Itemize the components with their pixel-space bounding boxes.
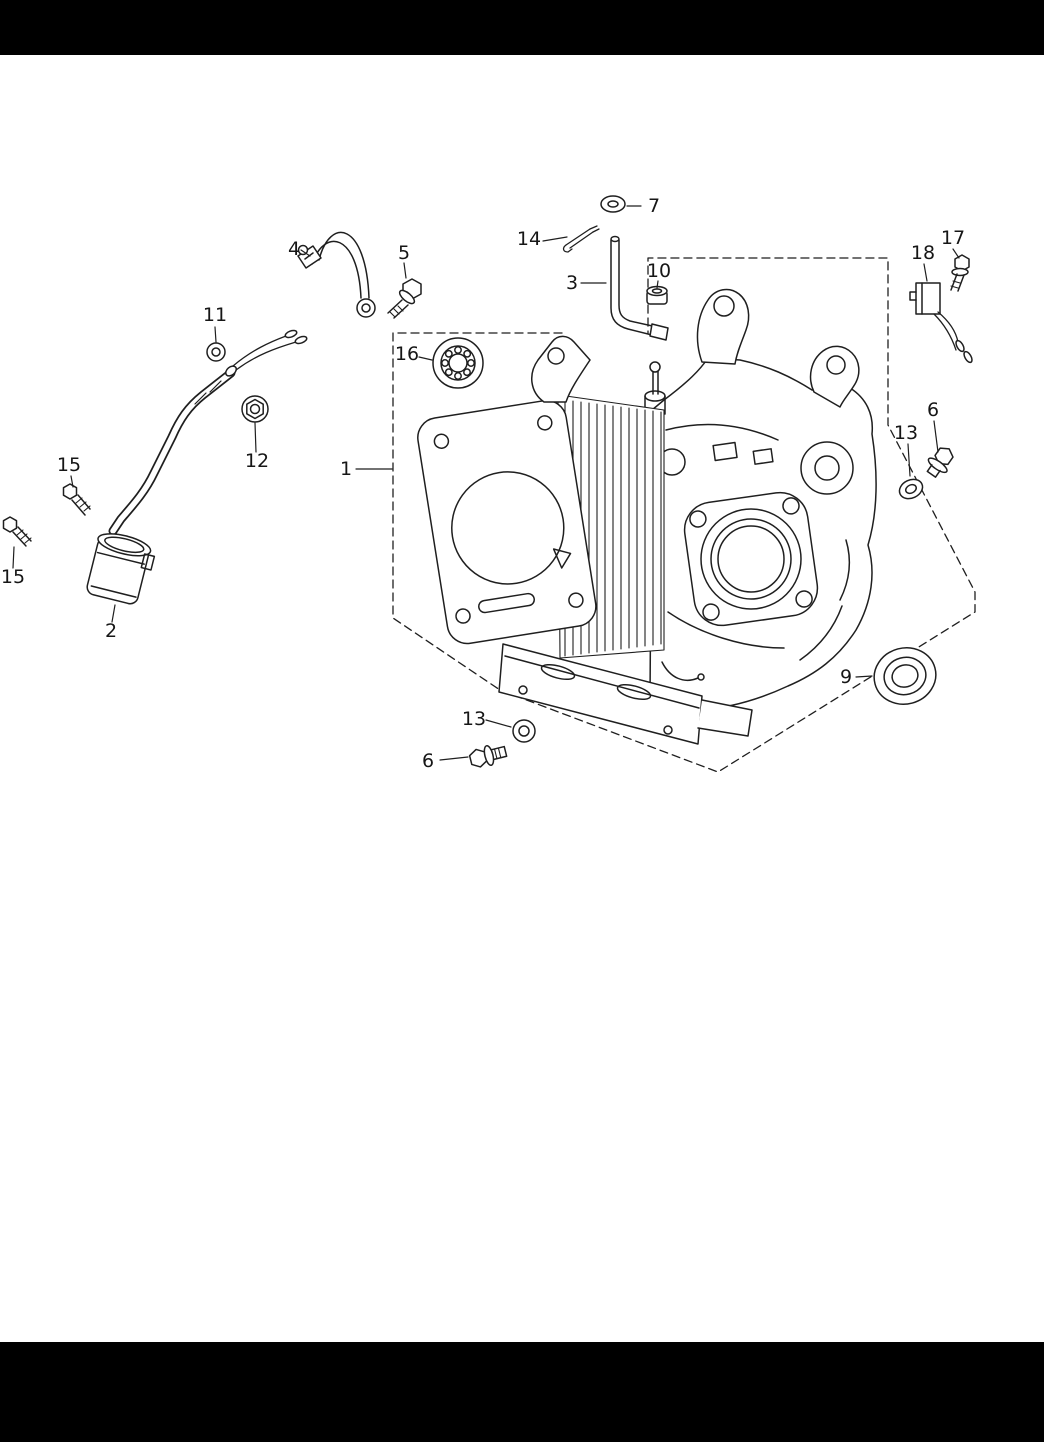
part4-sensor-lead	[297, 231, 376, 318]
top-letterbox-bar	[0, 0, 1044, 55]
callout-label-16: 16	[395, 343, 419, 365]
part1-dashed-boundary	[392, 257, 976, 773]
part11-washer	[206, 342, 226, 362]
callout-label-5: 5	[398, 242, 410, 264]
part10-nut	[646, 285, 668, 305]
mounting-ear-left	[531, 335, 591, 403]
mounting-ear-center	[696, 288, 750, 365]
callout-label-10: 10	[647, 260, 671, 282]
leader-lines	[12, 205, 960, 761]
part3-oil-pipe	[610, 235, 669, 341]
part2-oil-level-assembly	[86, 329, 308, 605]
part13-washer-right	[898, 478, 924, 500]
callout-label-2: 2	[105, 620, 117, 642]
callout-labels: 7 14 4 5 3 10 17 18 11 16 13 6 12 15 15 …	[1, 195, 965, 772]
callout-label-12: 12	[245, 450, 269, 472]
bottom-letterbox-bar	[0, 1342, 1044, 1442]
callout-label-13-right: 13	[894, 422, 918, 444]
part6-bolt-right	[926, 447, 954, 478]
part15-bolt-upper	[62, 483, 91, 516]
part5-bolt	[387, 278, 422, 319]
callout-label-17: 17	[941, 227, 965, 249]
part13-washer-bottom	[512, 719, 536, 743]
callout-label-11: 11	[203, 304, 227, 326]
callout-label-6-right: 6	[927, 399, 939, 421]
crankcase-base-plate	[498, 643, 753, 745]
callout-label-4: 4	[288, 238, 300, 260]
callout-label-3: 3	[566, 272, 578, 294]
part15-bolt-lower	[2, 516, 32, 547]
callout-label-18: 18	[911, 242, 935, 264]
part14-clip	[562, 225, 600, 253]
part17-bolt	[950, 254, 970, 292]
callout-label-13-bottom: 13	[462, 708, 486, 730]
mounting-ear-right	[809, 345, 860, 408]
callout-label-7: 7	[648, 195, 660, 217]
part7-grommet	[600, 195, 626, 213]
crankshaft-bore-flange	[683, 491, 819, 627]
callout-label-14: 14	[517, 228, 541, 250]
part16-ball-bearing	[432, 337, 484, 389]
callout-label-15-upper: 15	[57, 454, 81, 476]
part6-bolt-bottom	[468, 745, 508, 768]
callout-label-9: 9	[840, 666, 852, 688]
part18-bracket	[909, 282, 973, 364]
part12-nut	[241, 395, 269, 423]
cylinder-gasket-plate	[417, 399, 597, 645]
callout-label-1: 1	[340, 458, 352, 480]
callout-label-15-lower: 15	[1, 566, 25, 588]
callout-label-6-bottom: 6	[422, 750, 434, 772]
part9-oil-seal	[873, 647, 937, 705]
